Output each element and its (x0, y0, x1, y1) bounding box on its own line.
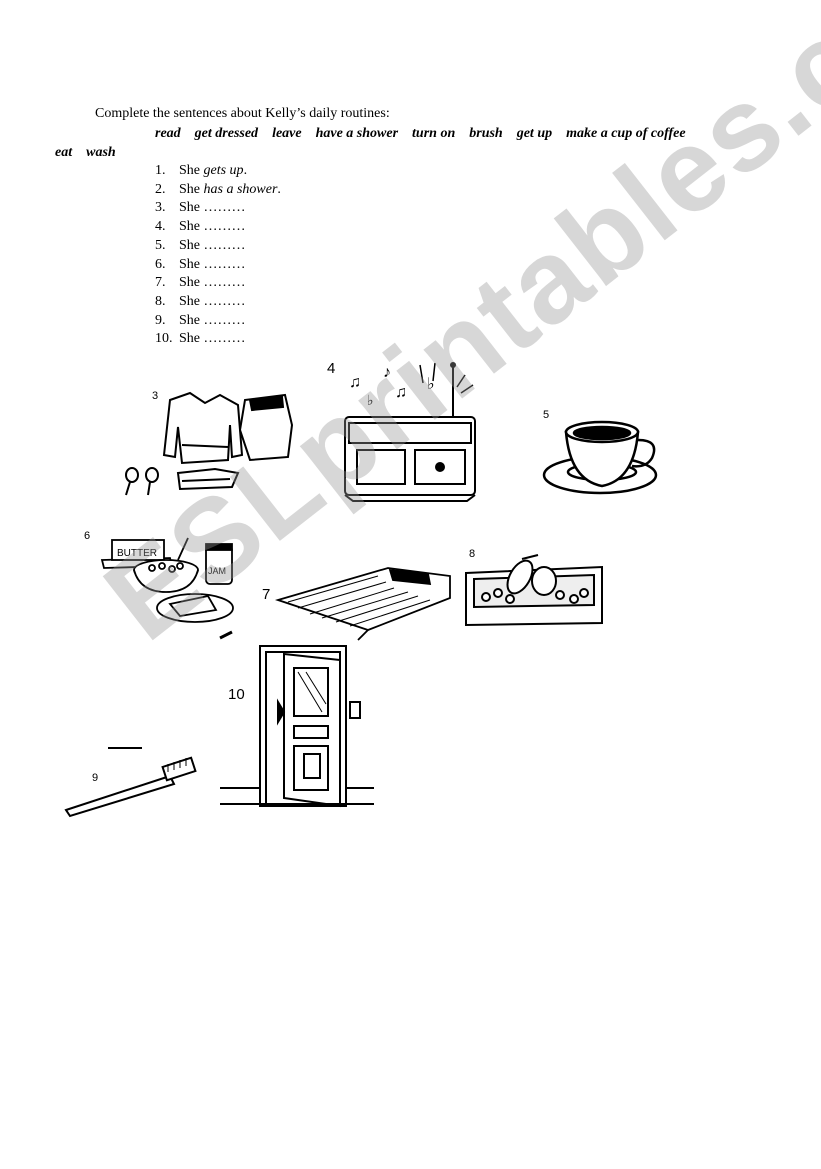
sentence-row: 3. She ……… (155, 199, 281, 218)
sentence-number: 7. (155, 275, 166, 291)
word-bank-item: eat (55, 145, 73, 160)
sentence-subject: She (179, 237, 200, 253)
sentence-number: 6. (155, 256, 166, 272)
jam-label: JAM (208, 566, 226, 576)
word-bank-item: get dressed (194, 126, 259, 141)
word-bank-item: make a cup of coffee (566, 126, 686, 141)
sentence-row: 10. She ……… (155, 330, 281, 349)
instruction: Complete the sentences about Kelly’s dai… (95, 106, 390, 121)
sentence-subject: She (179, 331, 200, 347)
sentence-number: 3. (155, 200, 166, 216)
radio-picture: ♫ ♪ ♫ ♭ ♭ (344, 362, 476, 502)
sentence-row: 6. She ……… (155, 256, 281, 275)
sentence-subject: She (179, 256, 200, 272)
sentence-number: 10. (155, 331, 173, 347)
picture-number: 5 (543, 409, 550, 421)
word-bank-item: brush (469, 126, 503, 141)
picture-number: 7 (262, 586, 271, 603)
sentence-blank: ……… (203, 219, 246, 235)
word-bank-item: leave (272, 126, 302, 141)
sentence-number: 2. (155, 181, 166, 197)
sentence-row: 1. She gets up. (155, 162, 281, 181)
sentence-blank: ……… (203, 312, 246, 328)
washing-dishes-picture (465, 554, 603, 627)
picture-number: 3 (152, 390, 159, 402)
word-bank-item: read (155, 126, 181, 141)
word-bank-item: turn on (412, 126, 456, 141)
sentence-subject: She (179, 181, 200, 197)
sentence-blank: ……… (203, 200, 246, 216)
sentence-subject: She (179, 163, 200, 178)
word-bank-item: get up (516, 126, 553, 141)
sentence-number: 8. (155, 293, 166, 309)
sentence-end: . (277, 181, 281, 197)
butter-label: BUTTER (117, 548, 157, 559)
sentence-answer: gets up (203, 163, 244, 178)
svg-text:♪: ♪ (383, 364, 391, 381)
sentence-row: 4. She ……… (155, 218, 281, 237)
sentence-number: 1. (155, 163, 166, 178)
sentence-subject: She (179, 312, 200, 328)
sentence-blank: ……… (203, 275, 246, 291)
sentence-subject: She (179, 275, 200, 291)
sentence-end: . (243, 163, 248, 178)
svg-text:♭: ♭ (427, 376, 435, 393)
sentence-row: 7. She ……… (155, 274, 281, 293)
toothbrush-picture (64, 747, 197, 818)
sentence-number: 5. (155, 237, 166, 253)
sentence-subject: She (179, 219, 200, 235)
sentence-blank: ……… (203, 237, 246, 253)
picture-number: 9 (92, 772, 99, 784)
word-bank: read get dressed leave have a shower turn on… (55, 124, 775, 162)
picture-number: 6 (84, 530, 91, 542)
sentence-row: 9. She ……… (155, 312, 281, 331)
sentence-row: 5. She ……… (155, 237, 281, 256)
sentence-subject: She (179, 293, 200, 309)
sentence-list: 1. She gets up. 2. She has a shower. 3. She… (155, 162, 281, 349)
word-bank-item: wash (86, 145, 116, 160)
newspaper-picture (219, 567, 451, 641)
breakfast-picture: BUTTER JAM (100, 537, 234, 623)
svg-text:♫: ♫ (395, 384, 407, 401)
door-picture (220, 645, 374, 808)
sentence-row: 2. She has a shower. (155, 181, 281, 200)
sentence-row: 8. She ……… (155, 293, 281, 312)
sentence-blank: ……… (203, 331, 246, 347)
clothes-picture (125, 391, 294, 496)
picture-number: 4 (327, 360, 336, 377)
sentence-subject: She (179, 200, 200, 216)
sentence-blank: ……… (203, 293, 246, 309)
sentence-answer: has a shower (203, 181, 278, 197)
coffee-cup-picture (542, 420, 658, 495)
svg-text:♫: ♫ (349, 374, 361, 391)
word-bank-item: have a shower (315, 126, 399, 141)
picture-number: 8 (469, 548, 476, 560)
sentence-number: 9. (155, 312, 166, 328)
sentence-number: 4. (155, 219, 166, 235)
sentence-blank: ……… (203, 256, 246, 272)
picture-number: 10 (228, 686, 245, 703)
svg-text:♭: ♭ (367, 394, 374, 409)
